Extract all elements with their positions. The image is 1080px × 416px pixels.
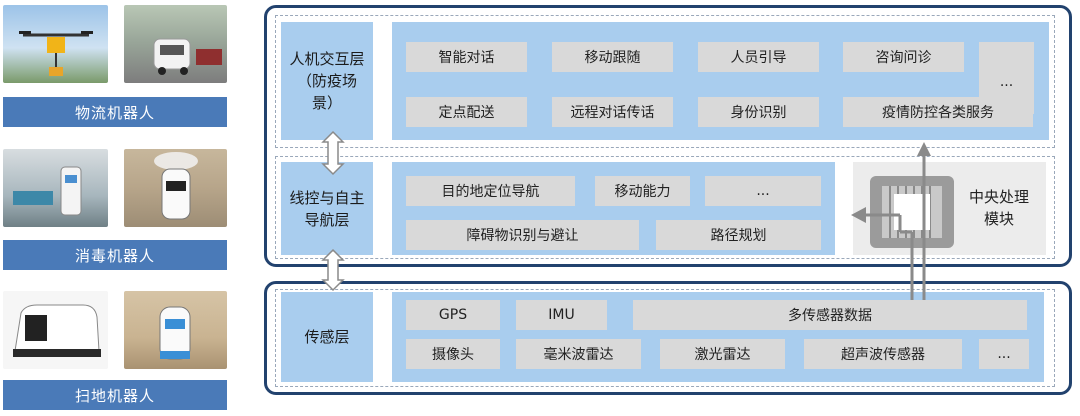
sensing-item: 多传感器数据 [633,300,1027,330]
sensing-item: IMU [516,300,607,330]
interaction-dash [275,15,1055,148]
navigation-item: ... [705,176,821,206]
sensing-item: GPS [406,300,500,330]
disinfection-ward-photo [3,149,108,227]
interaction-item: 疫情防控各类服务 [843,97,1033,127]
interaction-item: 定点配送 [406,97,527,127]
interaction-layer-title: 人机交互层（防疫场景） [281,22,373,140]
chip-icon [868,174,956,250]
robot-caption: 消毒机器人 [3,240,227,270]
sensing-dash [275,289,1055,387]
sensing-item: 摄像头 [406,339,500,369]
sensing-frame [264,281,1072,395]
interaction-item: 远程对话传话 [552,97,673,127]
interaction-item: 咨询问诊 [843,42,964,72]
interaction-item: 身份识别 [698,97,819,127]
navigation-dash [275,156,1055,259]
cpu-module-label: 中央处理模块 [968,188,1029,228]
sensing-item: 超声波传感器 [804,339,962,369]
sensing-item: ... [979,339,1029,369]
robot-caption: 扫地机器人 [3,380,227,410]
upper-frame [264,5,1072,267]
disinfection-robot-photo [124,149,227,227]
interaction-item: 人员引导 [698,42,819,72]
sensing-item: 激光雷达 [660,339,785,369]
navigation-item: 移动能力 [595,176,690,206]
robot-caption: 物流机器人 [3,97,227,127]
logistics-drone-photo [3,5,108,83]
sweeper-robot-photo [124,291,227,369]
navigation-item: 障碍物识别与避让 [406,220,639,250]
logistics-vehicle-photo [124,5,227,83]
sweeper-vehicle-photo [3,291,108,369]
interaction-item: 智能对话 [406,42,527,72]
interaction-item: 移动跟随 [552,42,673,72]
navigation-item: 路径规划 [656,220,821,250]
navigation-item: 目的地定位导航 [406,176,575,206]
sensing-item: 毫米波雷达 [516,339,641,369]
sensing-layer-title: 传感层 [281,292,373,382]
navigation-layer-title: 线控与自主导航层 [281,162,373,255]
